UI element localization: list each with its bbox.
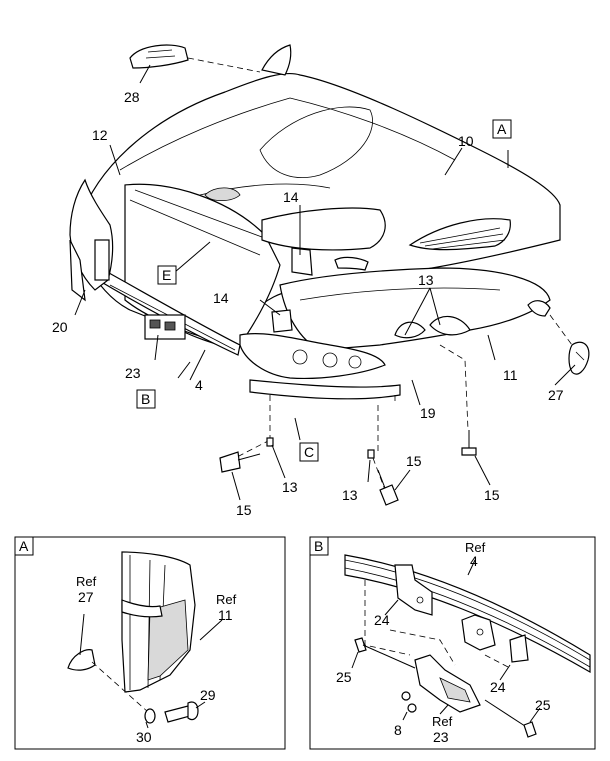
view-tag-c: C bbox=[304, 444, 314, 460]
callout-4: 4 bbox=[195, 377, 203, 393]
detail-a-panel: A Ref 27 Ref 11 29 30 bbox=[14, 536, 286, 750]
detail-b-callout-24-left: 24 bbox=[374, 612, 390, 628]
callout-15-right: 15 bbox=[484, 487, 500, 503]
clip-13-mid bbox=[367, 449, 375, 459]
callout-28: 28 bbox=[124, 89, 140, 105]
callout-27: 27 bbox=[548, 387, 564, 403]
detail-b-ref23-ref: Ref bbox=[432, 714, 453, 729]
detail-a-tag: A bbox=[19, 538, 29, 554]
view-tags-main: A E B C bbox=[136, 119, 512, 462]
view-tag-b: B bbox=[141, 391, 150, 407]
detail-b-callout-25-left: 25 bbox=[336, 669, 352, 685]
callout-20: 20 bbox=[52, 319, 68, 335]
detail-a-ref11-num: 11 bbox=[218, 607, 233, 623]
assembly-lines bbox=[187, 57, 573, 491]
callout-23: 23 bbox=[125, 365, 141, 381]
detail-b-ref23-num: 23 bbox=[433, 729, 449, 745]
detail-a-callout-29: 29 bbox=[200, 687, 216, 703]
clip-13-left bbox=[266, 437, 274, 447]
callout-13-fender: 13 bbox=[418, 272, 434, 288]
detail-a-ref27-ref: Ref bbox=[76, 574, 97, 589]
screw-15-mid bbox=[377, 469, 399, 506]
callout-15-mid: 15 bbox=[406, 453, 422, 469]
leader-lines-main bbox=[74, 64, 576, 501]
callout-19: 19 bbox=[420, 405, 436, 421]
detail-b-callout-24-right: 24 bbox=[490, 679, 506, 695]
callout-14-lower: 14 bbox=[213, 290, 229, 306]
screw-15-left bbox=[219, 451, 261, 473]
callout-12: 12 bbox=[92, 127, 108, 143]
detail-b-ref4-ref: Ref bbox=[465, 540, 486, 555]
callout-14-top: 14 bbox=[283, 189, 299, 205]
callout-11: 11 bbox=[503, 367, 518, 383]
view-tag-e: E bbox=[162, 267, 171, 283]
view-tag-a: A bbox=[497, 121, 507, 137]
hood-assembly bbox=[69, 44, 590, 400]
detail-a-ref27-num: 27 bbox=[78, 589, 94, 605]
detail-a-callout-30: 30 bbox=[136, 729, 152, 745]
callout-13-left: 13 bbox=[282, 479, 298, 495]
detail-b-callout-25-right: 25 bbox=[535, 697, 551, 713]
fasteners-main bbox=[219, 430, 477, 506]
callout-15-left: 15 bbox=[236, 502, 252, 518]
callout-10: 10 bbox=[458, 133, 474, 149]
callout-13-mid: 13 bbox=[342, 487, 358, 503]
detail-a-ref11-ref: Ref bbox=[216, 592, 237, 607]
screw-15-right bbox=[461, 430, 477, 456]
detail-b-tag: B bbox=[314, 538, 323, 554]
detail-b-panel: B Ref 4 24 bbox=[309, 536, 596, 750]
callouts-main: 28 12 10 14 14 13 20 23 4 11 27 19 13 13… bbox=[52, 89, 564, 518]
detail-b-ref4-num: 4 bbox=[470, 553, 478, 569]
detail-b-callout-8: 8 bbox=[394, 722, 402, 738]
